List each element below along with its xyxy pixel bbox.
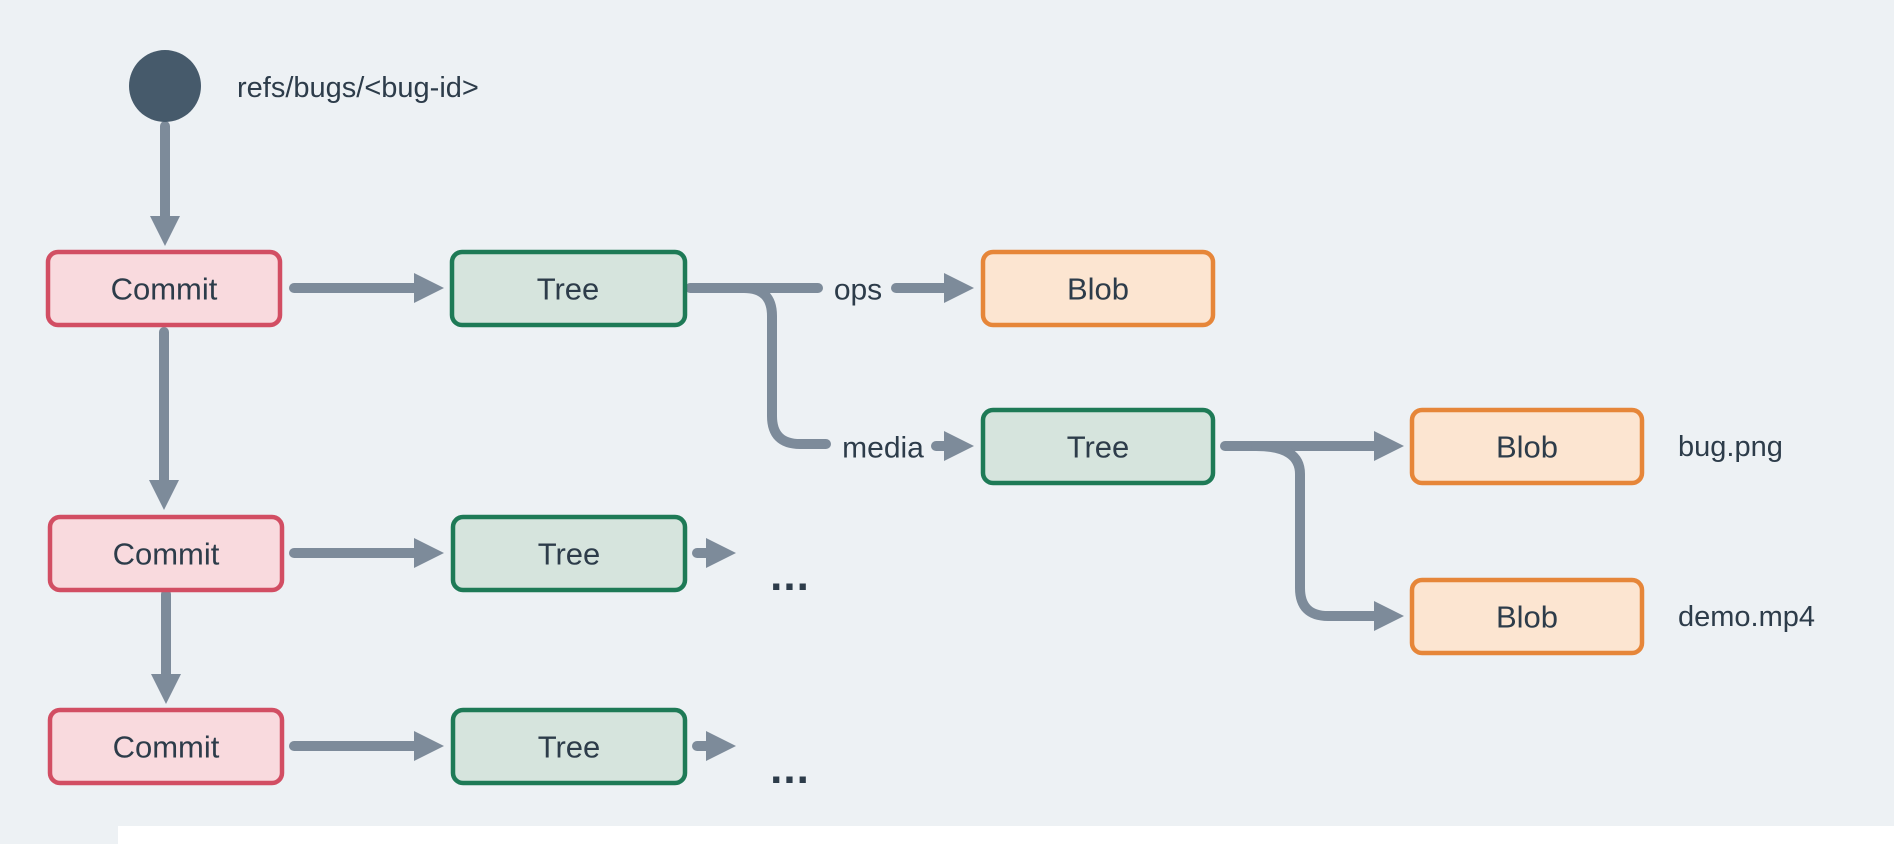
ref-label: refs/bugs/<bug-id> [237, 72, 479, 104]
tree-node-3: Tree [450, 707, 688, 786]
blob-ops-label: Blob [1067, 272, 1129, 307]
tree-node-2: Tree [450, 514, 688, 593]
blob-bug-label: Blob [1496, 430, 1558, 465]
tree-media-box [980, 407, 1216, 486]
commit-1-box [45, 249, 283, 328]
file-label-demo-mp4: demo.mp4 [1678, 601, 1815, 633]
tree-node-media: Tree [980, 407, 1216, 486]
tree-2-label: Tree [538, 537, 601, 572]
commit-2-box [47, 514, 285, 593]
tree-1-label: Tree [537, 272, 600, 307]
page-bottom-strip [118, 826, 1894, 844]
tree-2-box [450, 514, 688, 593]
edge-tree1-media-branch [739, 283, 831, 449]
tree-3-box [450, 707, 688, 786]
edges [149, 121, 1404, 761]
commit-node-3: Commit [47, 707, 285, 786]
blob-demo-box [1409, 577, 1645, 656]
commit-2-label: Commit [113, 537, 220, 572]
blob-node-ops: Blob [980, 249, 1216, 328]
blob-node-demo: Blob [1409, 577, 1645, 656]
blob-demo-label: Blob [1496, 600, 1558, 635]
commit-node-1: Commit [45, 249, 283, 328]
tree-3-label: Tree [538, 730, 601, 765]
commit-node-2: Commit [47, 514, 285, 593]
commit-1-label: Commit [111, 272, 218, 307]
blob-bug-box [1409, 407, 1645, 486]
ellipsis-row2: ... [770, 551, 810, 600]
tree-node-1: Tree [449, 249, 688, 328]
tree-1-box [449, 249, 688, 328]
edge-label-ops: ops [834, 274, 882, 307]
ref-circle [129, 50, 201, 122]
ellipsis-row3: ... [770, 744, 810, 793]
edge-label-media: media [842, 432, 924, 465]
blob-node-bug: Blob [1409, 407, 1645, 486]
commit-3-box [47, 707, 285, 786]
tree-media-label: Tree [1067, 430, 1130, 465]
blob-ops-box [980, 249, 1216, 328]
file-label-bug-png: bug.png [1678, 431, 1783, 463]
edge-treemedia-to-blob-demo [1251, 441, 1404, 631]
commit-3-label: Commit [113, 730, 220, 765]
